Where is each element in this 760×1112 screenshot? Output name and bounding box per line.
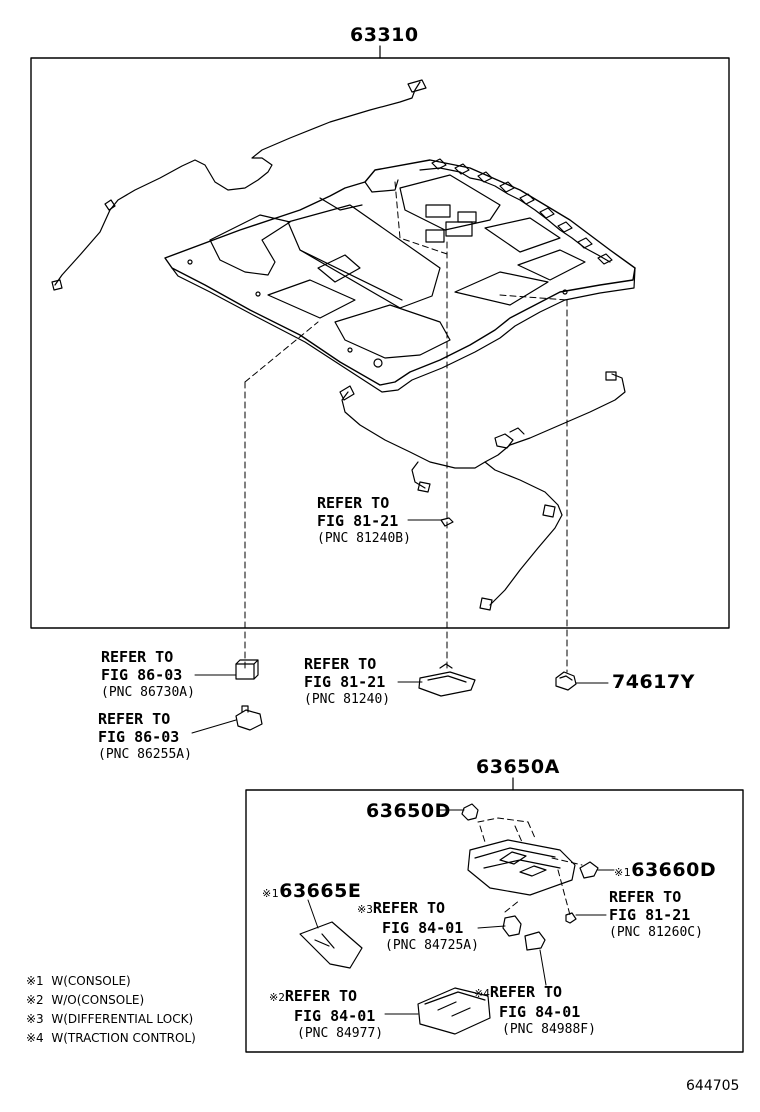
note-mark: ※4 — [474, 987, 490, 1000]
callout-pnc: (PNC 84977) — [297, 1026, 384, 1041]
callout-line: FIG 81-21 — [609, 906, 691, 924]
legend-item: ※4 W(TRACTION CONTROL) — [26, 1029, 196, 1048]
callout-pnc: (PNC 81240B) — [317, 531, 411, 546]
part-63650d-clip — [461, 803, 479, 821]
legend-text: W(CONSOLE) — [51, 974, 131, 988]
callout-refer-84977: ※2REFER TO FIG 84-01 (PNC 84977) — [269, 987, 383, 1043]
callout-line: REFER TO — [609, 888, 682, 906]
note-mark: ※3 — [357, 903, 373, 916]
part-84988f-switch — [524, 931, 546, 951]
callout-line: ※3REFER TO — [357, 899, 479, 919]
connector-end-left — [51, 279, 63, 291]
part-number-text: 63665E — [279, 880, 362, 902]
part-81240-lamp — [418, 663, 476, 697]
part-63660d — [579, 861, 599, 879]
callout-line: FIG 84-01 — [294, 1007, 376, 1025]
callout-line: REFER TO — [98, 710, 171, 728]
callout-refer-81240b: REFER TO FIG 81-21 (PNC 81240B) — [317, 494, 411, 548]
callout-refer-84725a: ※3REFER TO FIG 84-01 (PNC 84725A) — [357, 899, 479, 955]
callout-line: FIG 84-01 — [382, 919, 464, 937]
callout-pnc: (PNC 86255A) — [98, 747, 192, 762]
part-63665e-pad — [299, 921, 363, 969]
overhead-console-housing — [467, 839, 576, 896]
callout-line: FIG 86-03 — [101, 666, 183, 684]
legend-mark: ※1 — [26, 974, 44, 988]
legend-text: W(DIFFERENTIAL LOCK) — [51, 1012, 194, 1026]
part-74617y — [555, 671, 577, 691]
part-number-63310: 63310 — [350, 24, 419, 46]
callout-line: REFER TO — [317, 494, 390, 512]
callout-text: REFER TO — [372, 899, 446, 917]
wire-harness-lower — [341, 373, 626, 469]
bulb-81240b — [440, 517, 454, 527]
part-81260c-bulb — [565, 912, 577, 924]
legend-text: W/O(CONSOLE) — [51, 993, 145, 1007]
note-mark: ※1 — [262, 887, 280, 900]
legend-text: W(TRACTION CONTROL) — [51, 1031, 196, 1045]
part-number-63650a: 63650A — [476, 756, 560, 778]
callout-refer-86730a: REFER TO FIG 86-03 (PNC 86730A) — [101, 648, 195, 702]
callout-refer-81260c: REFER TO FIG 81-21 (PNC 81260C) — [609, 888, 703, 942]
callout-line: FIG 86-03 — [98, 728, 180, 746]
part-86255a-bracket — [235, 705, 263, 731]
legend-notes: ※1 W(CONSOLE) ※2 W/O(CONSOLE) ※3 W(DIFFE… — [26, 972, 196, 1048]
callout-refer-86255a: REFER TO FIG 86-03 (PNC 86255A) — [98, 710, 192, 764]
callout-pnc: (PNC 84988F) — [502, 1022, 596, 1037]
legend-item: ※2 W/O(CONSOLE) — [26, 991, 196, 1010]
part-84977-lamp — [417, 987, 491, 1035]
callout-line: ※2REFER TO — [269, 987, 383, 1007]
part-number-text: 63660D — [631, 859, 717, 881]
callout-pnc: (PNC 86730A) — [101, 685, 195, 700]
note-mark: ※1 — [614, 866, 632, 879]
connector-end-top — [407, 79, 427, 93]
part-86730a-block — [235, 663, 255, 680]
callout-refer-84988f: ※4REFER TO FIG 84-01 (PNC 84988F) — [474, 983, 596, 1039]
legend-mark: ※4 — [26, 1031, 44, 1045]
callout-line: ※4REFER TO — [474, 983, 596, 1003]
figure-number: 644705 — [686, 1078, 740, 1094]
part-number-63660d: ※163660D — [614, 859, 716, 881]
callout-text: REFER TO — [489, 983, 563, 1001]
part-number-63665e: ※163665E — [262, 880, 361, 902]
part-number-74617y: 74617Y — [612, 671, 695, 693]
callout-line: FIG 81-21 — [304, 673, 386, 691]
callout-refer-81240: REFER TO FIG 81-21 (PNC 81240) — [304, 655, 390, 709]
legend-item: ※1 W(CONSOLE) — [26, 972, 196, 991]
callout-line: REFER TO — [304, 655, 377, 673]
assembly-frame-63650a — [245, 789, 744, 1053]
callout-line: FIG 84-01 — [499, 1003, 581, 1021]
callout-line: REFER TO — [101, 648, 174, 666]
callout-pnc: (PNC 81260C) — [609, 925, 703, 940]
callout-pnc: (PNC 81240) — [304, 692, 391, 707]
callout-pnc: (PNC 84725A) — [385, 938, 479, 953]
legend-item: ※3 W(DIFFERENTIAL LOCK) — [26, 1010, 196, 1029]
note-mark: ※2 — [269, 991, 285, 1004]
legend-mark: ※2 — [26, 993, 44, 1007]
legend-mark: ※3 — [26, 1012, 44, 1026]
headliner-panel — [164, 158, 636, 393]
part-number-63650d: 63650D — [366, 800, 451, 822]
wire-harness-upper — [54, 81, 421, 286]
part-84725a-switch — [502, 915, 522, 937]
callout-text: REFER TO — [284, 987, 358, 1005]
callout-line: FIG 81-21 — [317, 512, 399, 530]
